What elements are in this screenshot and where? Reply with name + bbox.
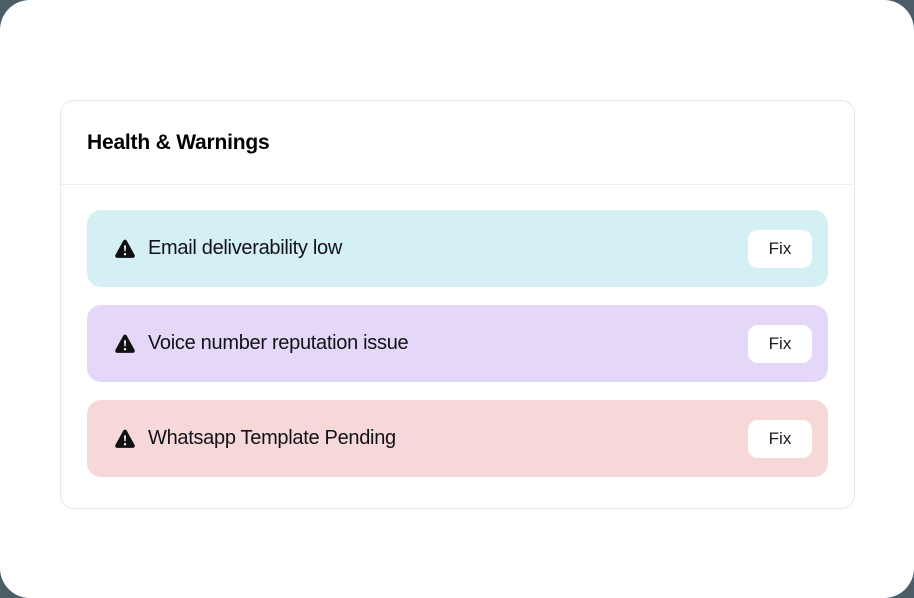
alert-row-email-deliverability[interactable]: Email deliverability low Fix	[87, 210, 828, 287]
alert-label: Voice number reputation issue	[148, 332, 409, 354]
alert-label: Email deliverability low	[148, 237, 342, 259]
card-header: Health & Warnings	[61, 101, 854, 185]
alert-row-whatsapp-template[interactable]: Whatsapp Template Pending Fix	[87, 400, 828, 477]
alert-content: Voice number reputation issue	[113, 332, 748, 356]
warning-triangle-icon	[113, 332, 148, 356]
alerts-list: Email deliverability low Fix Voice numbe…	[61, 185, 854, 502]
alert-label: Whatsapp Template Pending	[148, 427, 396, 449]
warning-triangle-icon	[113, 427, 148, 451]
warning-triangle-icon	[113, 237, 148, 261]
fix-button[interactable]: Fix	[748, 324, 812, 363]
alert-content: Whatsapp Template Pending	[113, 427, 748, 451]
fix-button[interactable]: Fix	[748, 229, 812, 268]
alert-content: Email deliverability low	[113, 237, 748, 261]
page-title: Health & Warnings	[87, 130, 270, 154]
health-warnings-card: Health & Warnings Email deliverability l…	[60, 100, 855, 509]
alert-row-voice-reputation[interactable]: Voice number reputation issue Fix	[87, 305, 828, 382]
fix-button[interactable]: Fix	[748, 419, 812, 458]
